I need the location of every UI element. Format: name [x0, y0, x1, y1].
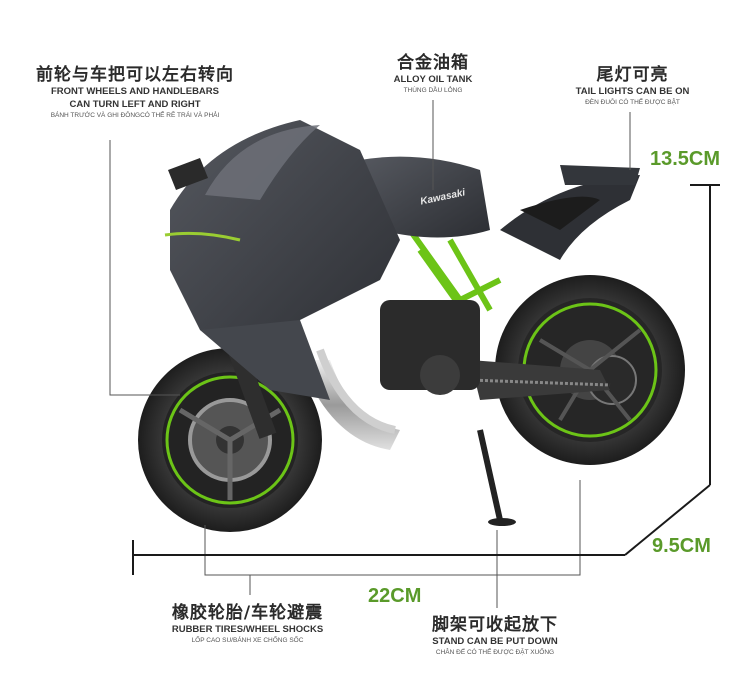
- windscreen: [205, 125, 320, 200]
- tires-callout-line: [204, 480, 581, 576]
- tank-callout-en: ALLOY OIL TANK: [393, 74, 473, 85]
- tires-callout-cn: 橡胶轮胎/车轮避震: [171, 603, 324, 623]
- front-wheels-callout: 前轮与车把可以左右转向 FRONT WHEELS AND HANDLEBARS …: [20, 60, 250, 121]
- headlight: [164, 231, 241, 242]
- tires-callout: 橡胶轮胎/车轮避震 RUBBER TIRES/WHEEL SHOCKS LỐP …: [150, 598, 345, 646]
- stand-callout: 脚架可收起放下 STAND CAN BE PUT DOWN CHÂN ĐẾ CÓ…: [410, 610, 580, 658]
- length-dimension-label: 22CM: [368, 585, 422, 607]
- front-callout-vn: BÁNH TRƯỚC VÀ GHI ĐÔNGCÓ THỂ RẼ TRÁI VÀ …: [50, 112, 220, 119]
- width-dimension-label: 9.5CM: [652, 535, 711, 557]
- tail-callout-en: TAIL LIGHTS CAN BE ON: [575, 86, 690, 97]
- tail-section: [500, 165, 640, 260]
- front-callout-cn: 前轮与车把可以左右转向: [36, 65, 234, 85]
- fuel-tank: [360, 156, 490, 238]
- stand-callout-vn: CHÂN ĐẾ CÓ THỂ ĐƯỢC ĐẶT XUỐNG: [435, 649, 555, 656]
- front-callout-line: [109, 140, 180, 396]
- tail-callout-vn: ĐÈN ĐUÔI CÓ THỂ ĐƯỢC BẬT: [585, 99, 680, 106]
- mirror: [168, 158, 208, 190]
- front-callout-en1: FRONT WHEELS AND HANDLEBARS: [50, 86, 219, 97]
- stand-callout-cn: 脚架可收起放下: [432, 615, 558, 635]
- tank-callout-cn: 合金油箱: [397, 53, 469, 73]
- tank-callout-vn: THÙNG DẦU LỎNG: [403, 87, 463, 94]
- kickstand: [477, 429, 503, 521]
- stand-callout-en: STAND CAN BE PUT DOWN: [432, 636, 558, 647]
- tires-callout-vn: LỐP CAO SU/BÁNH XE CHỐNG SỐC: [191, 637, 304, 644]
- dimension-lines: [132, 184, 720, 575]
- tail-callout-cn: 尾灯可亮: [596, 65, 669, 85]
- front-callout-en2: CAN TURN LEFT AND RIGHT: [69, 99, 201, 110]
- tank-callout: 合金油箱 ALLOY OIL TANK THÙNG DẦU LỎNG: [378, 48, 488, 96]
- exhaust-pipes: [300, 348, 400, 450]
- swing-arm: [470, 360, 610, 400]
- tail-callout: 尾灯可亮 TAIL LIGHTS CAN BE ON ĐÈN ĐUÔI CÓ T…: [560, 60, 705, 108]
- tires-callout-en: RUBBER TIRES/WHEEL SHOCKS: [171, 624, 324, 635]
- height-dimension-label: 13.5CM: [650, 148, 721, 170]
